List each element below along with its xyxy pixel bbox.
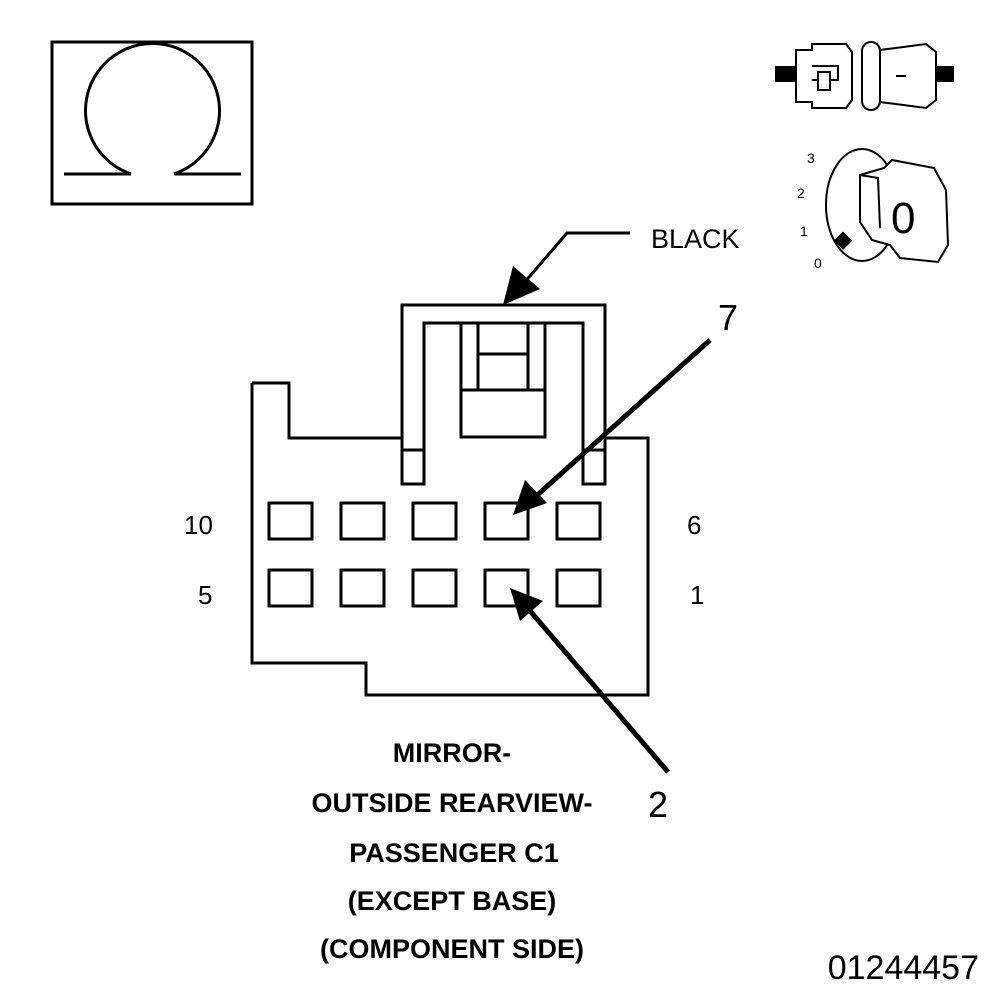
pin-label-5: 5 — [198, 580, 212, 610]
pin-cavity-5 — [267, 568, 314, 608]
pin-label-1: 1 — [690, 580, 704, 610]
pin-cavity-2 — [483, 568, 530, 608]
key-position-marker — [833, 231, 853, 250]
diagram-title: MIRROR- OUTSIDE REARVIEW- PASSENGER C1 (… — [312, 738, 593, 964]
pin-cavity-3 — [411, 568, 458, 608]
title-line-2: OUTSIDE REARVIEW- — [312, 788, 593, 818]
callout-label-2: 2 — [648, 784, 668, 825]
ignition-position-1: 1 — [800, 223, 808, 239]
connector-disconnected-icon — [775, 41, 954, 111]
pin-cavity-8 — [411, 501, 458, 541]
title-line-4: (EXCEPT BASE) — [348, 886, 557, 916]
callout-arrow-pin-7 — [513, 338, 712, 515]
title-line-3: PASSENGER C1 — [349, 838, 559, 868]
color-leader-arrow — [503, 231, 630, 305]
pin-cavity-1 — [555, 568, 602, 608]
ignition-switch-icon: 3 2 1 0 0 — [797, 148, 950, 271]
pin-cavity-grid — [267, 501, 602, 608]
pin-cavity-7 — [483, 501, 530, 541]
title-line-5: (COMPONENT SIDE) — [320, 934, 584, 964]
ohm-meter-icon — [50, 40, 254, 206]
connector-color-label: BLACK — [651, 224, 740, 254]
connector-latch — [400, 303, 607, 486]
pin-label-10: 10 — [184, 510, 213, 540]
ignition-position-2: 2 — [797, 185, 805, 201]
ignition-key-position: 0 — [891, 194, 915, 243]
pin-label-6: 6 — [687, 510, 701, 540]
pin-cavity-9 — [339, 501, 386, 541]
pin-cavity-4 — [339, 568, 386, 608]
ignition-position-3: 3 — [807, 150, 815, 166]
title-line-1: MIRROR- — [393, 738, 511, 768]
ignition-position-0: 0 — [814, 255, 822, 271]
pin-cavity-10 — [267, 501, 314, 541]
connector-body — [250, 381, 650, 697]
figure-id: 01244457 — [828, 949, 979, 987]
pin-cavity-6 — [555, 501, 602, 541]
callout-label-7: 7 — [718, 297, 738, 338]
callout-arrow-pin-2 — [510, 588, 670, 774]
